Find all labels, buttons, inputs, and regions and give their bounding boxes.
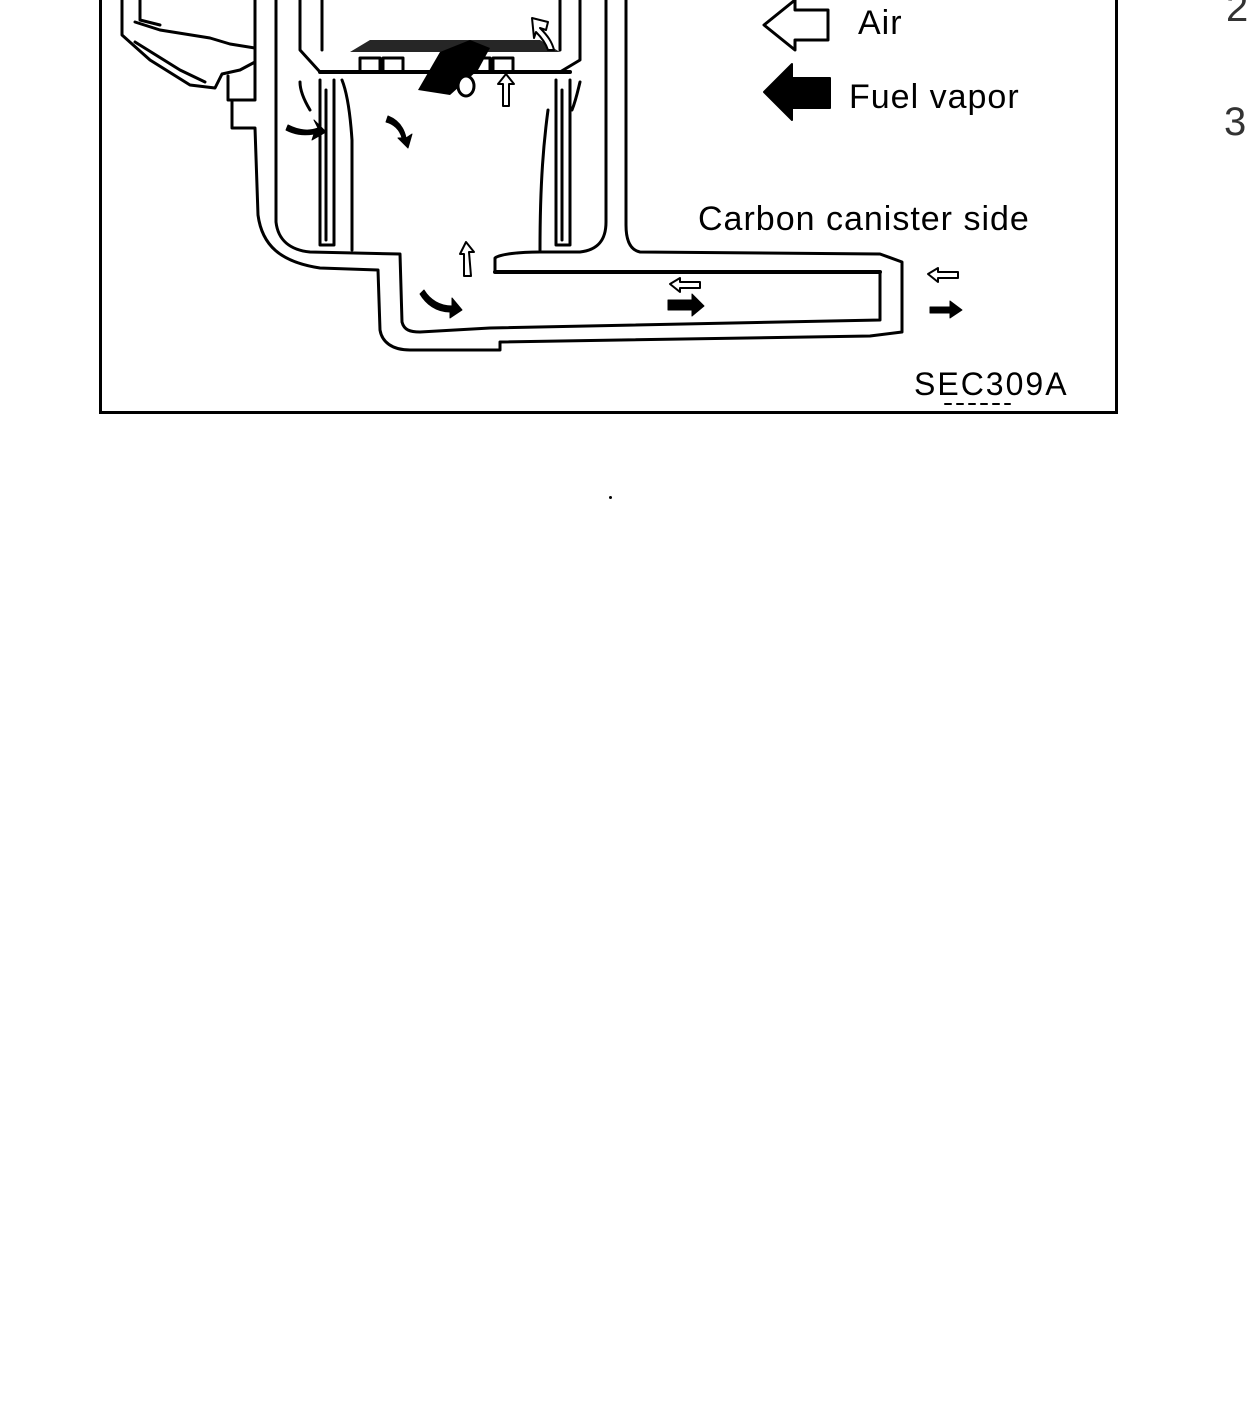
stray-dot: [609, 496, 612, 499]
figure-code-label: SEC309A: [914, 366, 1069, 402]
diagram-frame: [99, 0, 1118, 414]
fuel-vapor-legend-icon: [763, 63, 831, 121]
valve-body: [230, 0, 904, 352]
fuel-vapor-arrows: [285, 115, 963, 319]
air-legend-label: Air: [858, 4, 903, 42]
margin-item-number-2: 2: [1226, 0, 1249, 30]
carbon-canister-side-label: Carbon canister side: [698, 200, 1030, 238]
margin-item-number-3: 3: [1224, 100, 1247, 144]
valve-disc: [350, 40, 560, 98]
fuel-vapor-legend-label: Fuel vapor: [849, 78, 1020, 116]
air-arrows: [459, 17, 959, 293]
left-bracket: [120, 0, 257, 102]
air-legend-icon: [762, 0, 830, 52]
